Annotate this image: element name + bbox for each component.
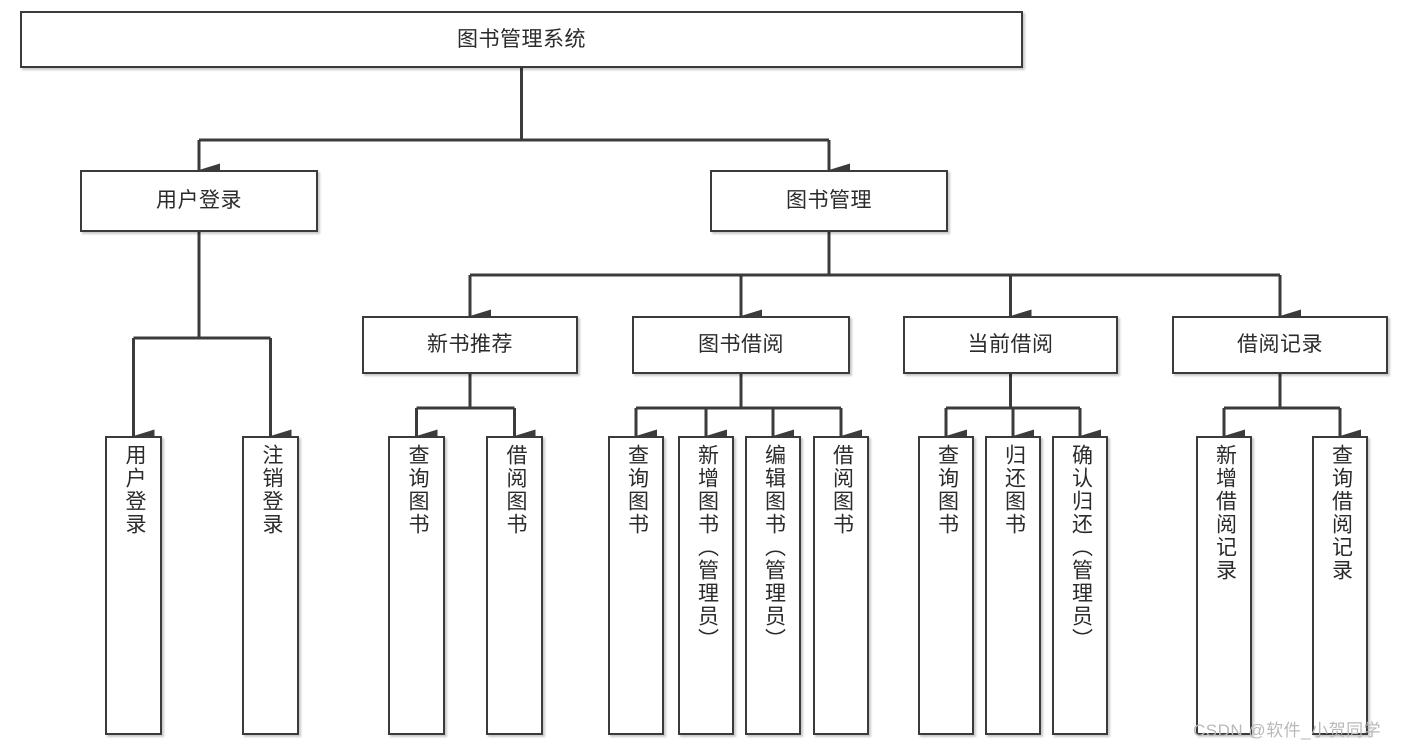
node-leaf-bo-borrow: 借阅图书 <box>813 436 869 735</box>
node-leaf-cu-return: 归还图书 <box>985 436 1041 735</box>
node-leaf-bo-add: 新增图书（管理员） <box>678 436 734 735</box>
node-label: 图书借阅 <box>698 333 784 357</box>
node-leaf-rc-add: 新增借阅记录 <box>1196 436 1252 735</box>
node-label: 查询图书 <box>625 444 649 536</box>
node-leaf-rc-query: 查询借阅记录 <box>1312 436 1368 735</box>
node-label: 查询借阅记录 <box>1329 444 1353 582</box>
node-label: 用户登录 <box>156 189 242 213</box>
node-label: 确认归还（管理员） <box>1069 444 1093 651</box>
node-root: 图书管理系统 <box>20 11 1023 68</box>
node-label: 图书管理 <box>786 189 872 213</box>
node-label: 归还图书 <box>1002 444 1026 536</box>
node-borrow: 图书借阅 <box>632 316 850 374</box>
node-leaf-nb-borrow: 借阅图书 <box>486 436 543 735</box>
node-newbook: 新书推荐 <box>362 316 578 374</box>
node-leaf-bo-query: 查询图书 <box>608 436 664 735</box>
node-label: 图书管理系统 <box>457 27 586 51</box>
node-leaf-cu-query: 查询图书 <box>918 436 974 735</box>
node-login: 用户登录 <box>80 170 318 232</box>
node-leaf-user-login: 用户登录 <box>105 436 162 735</box>
node-label: 查询图书 <box>935 444 959 536</box>
node-records: 借阅记录 <box>1172 316 1388 374</box>
node-bookmgmt: 图书管理 <box>710 170 948 232</box>
node-leaf-bo-edit: 编辑图书（管理员） <box>745 436 801 735</box>
node-label: 编辑图书（管理员） <box>762 444 786 651</box>
node-leaf-user-logout: 注销登录 <box>242 436 299 735</box>
watermark-credit: CSDN @软件_小贺同学 <box>1193 721 1382 740</box>
node-current: 当前借阅 <box>903 316 1118 374</box>
node-label: 借阅记录 <box>1237 333 1323 357</box>
node-label: 查询图书 <box>405 444 429 536</box>
node-label: 新增借阅记录 <box>1213 444 1237 582</box>
node-label: 新增图书（管理员） <box>695 444 719 651</box>
node-label: 注销登录 <box>259 444 283 536</box>
edge-paths <box>132 68 1361 443</box>
node-label: 借阅图书 <box>503 444 527 536</box>
node-leaf-cu-confirm: 确认归还（管理员） <box>1052 436 1108 735</box>
node-label: 用户登录 <box>122 444 146 536</box>
node-leaf-nb-query: 查询图书 <box>388 436 445 735</box>
node-label: 新书推荐 <box>427 333 513 357</box>
node-label: 借阅图书 <box>830 444 854 536</box>
node-label: 当前借阅 <box>967 333 1054 357</box>
